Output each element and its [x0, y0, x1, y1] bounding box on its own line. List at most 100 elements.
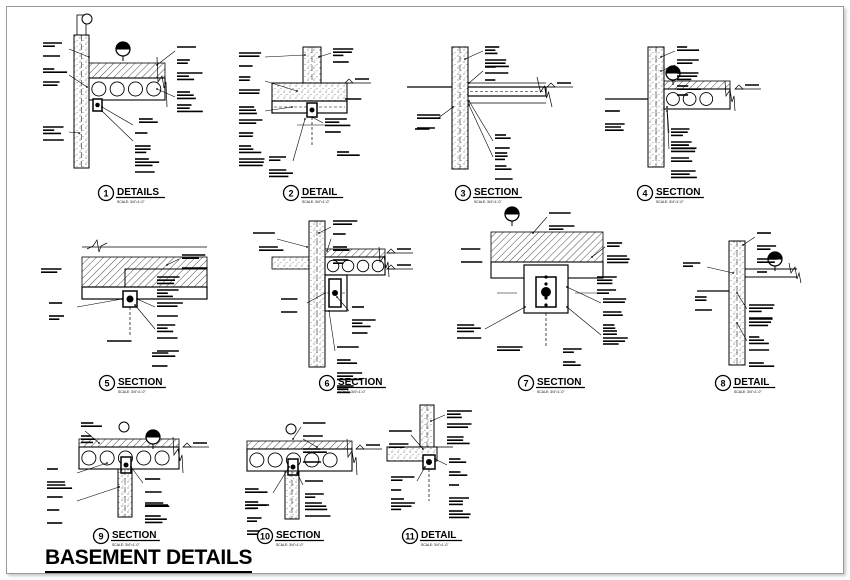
leader-line	[336, 296, 350, 312]
hollowcore-plank	[246, 448, 353, 472]
detail-4	[605, 46, 761, 179]
detail-title: SECTION	[112, 530, 156, 541]
leader-line	[166, 258, 180, 266]
bolt-icon	[544, 289, 548, 293]
detail-caption-9: 9 SECTION SCALE: 3/4"=1'-0"	[92, 527, 160, 547]
detail-1	[43, 13, 203, 173]
leader-line	[84, 430, 100, 444]
detail-number: 3	[460, 188, 465, 198]
leader-line	[666, 110, 670, 150]
detail-2	[239, 46, 371, 178]
leader-line	[318, 52, 332, 58]
detail-number: 5	[104, 378, 109, 388]
leader-line	[318, 226, 332, 234]
concrete-topping	[88, 62, 166, 79]
leader-line	[68, 131, 80, 134]
detail-scale: SCALE: 3/4"=1'-0"	[656, 200, 684, 204]
leader-line	[736, 292, 748, 310]
detail-number-circle	[714, 374, 732, 392]
leader-line	[468, 70, 484, 84]
detail-number-circle	[454, 184, 472, 202]
detail-title: SECTION	[276, 530, 320, 541]
concrete-topping	[490, 231, 604, 263]
leader-line	[328, 310, 336, 352]
detail-number-circle	[318, 374, 336, 392]
leader-line	[434, 458, 448, 466]
leader-line	[156, 50, 176, 66]
detail-11	[386, 404, 472, 519]
detail-number: 10	[260, 531, 270, 541]
detail-number: 2	[288, 188, 293, 198]
leader-line	[416, 466, 426, 482]
leader-line	[326, 238, 332, 252]
detail-title: SECTION	[474, 187, 518, 198]
detail-scale: SCALE: 3/4"=1'-0"	[112, 543, 140, 547]
leader-line	[306, 292, 326, 304]
leader-line	[156, 88, 176, 98]
sheet-title: BASEMENT DETAILS	[45, 546, 252, 573]
concrete-topping	[78, 438, 180, 448]
leader-line	[68, 48, 90, 58]
leader-line	[706, 266, 734, 274]
concrete-topping	[81, 256, 208, 288]
leader-line	[76, 486, 120, 502]
leader-line	[272, 466, 290, 494]
leader-line	[410, 434, 424, 450]
detail-scale: SCALE: 3/4"=1'-0"	[117, 200, 145, 204]
leader-line	[660, 64, 676, 72]
concrete-slab	[81, 286, 208, 300]
leader-line	[660, 50, 676, 58]
detail-6	[253, 220, 413, 394]
leader-line	[484, 306, 526, 330]
leader-line	[566, 306, 602, 336]
leader-line	[468, 104, 494, 158]
detail-title: SECTION	[656, 187, 700, 198]
detail-number-circle	[92, 527, 110, 545]
leader-line	[736, 322, 748, 342]
leader-line	[292, 118, 306, 162]
hollowcore-plank	[88, 77, 166, 101]
leader-line	[302, 438, 318, 448]
break-line	[788, 262, 802, 284]
bolt-icon	[544, 282, 548, 286]
leader-line	[292, 426, 302, 440]
bolt-icon	[544, 303, 548, 307]
detail-title: DETAILS	[117, 187, 159, 198]
break-line	[378, 246, 390, 278]
bolt-icon	[544, 275, 548, 279]
detail-9	[47, 421, 209, 524]
leader-line	[464, 50, 484, 60]
detail-scale: SCALE: 3/4"=1'-0"	[338, 390, 366, 394]
leader-line	[68, 74, 88, 88]
detail-number-circle	[517, 374, 535, 392]
hollowcore-plank	[663, 88, 731, 110]
detail-scale: SCALE: 3/4"=1'-0"	[537, 390, 565, 394]
detail-number-circle	[282, 184, 300, 202]
detail-7	[457, 206, 630, 367]
leader-line	[101, 106, 134, 126]
leader-line	[468, 100, 494, 142]
concrete-topping	[663, 80, 731, 90]
detail-number-circle	[256, 527, 274, 545]
detail-title: DETAIL	[734, 377, 769, 388]
detail-title: SECTION	[537, 377, 581, 388]
detail-5	[41, 239, 208, 367]
detail-title: SECTION	[338, 377, 382, 388]
detail-scale: SCALE: 3/4"=1'-0"	[276, 543, 304, 547]
detail-title: DETAIL	[302, 187, 337, 198]
detail-title: DETAIL	[421, 530, 456, 541]
break-line	[536, 76, 553, 108]
detail-number: 9	[98, 531, 103, 541]
hollowcore-plank	[324, 256, 386, 276]
leader-line	[264, 106, 293, 112]
break-line	[156, 56, 168, 108]
